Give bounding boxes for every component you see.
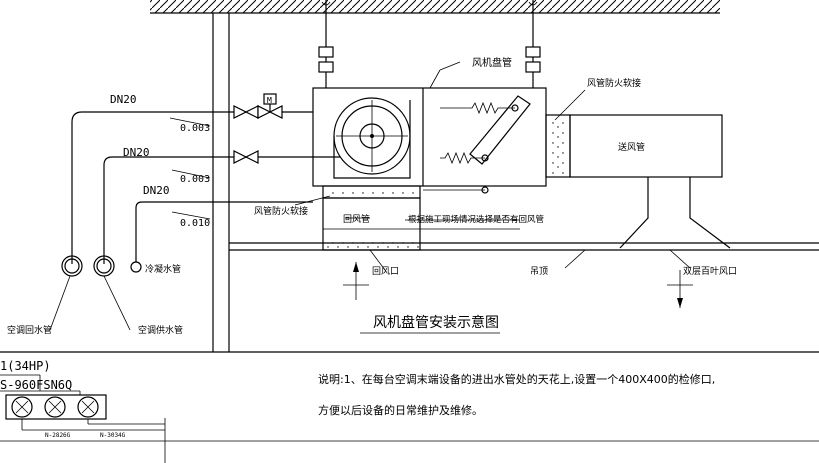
fire-joint-right-label: 风管防火软接 <box>587 77 641 89</box>
return-duct-note: 根据施工现场情况选择是否有回风管 <box>408 214 544 225</box>
fire-joint-left-label: 风管防火软接 <box>254 205 308 217</box>
pipe-size-2: DN20 <box>123 146 150 159</box>
pipe-size-3: DN20 <box>143 184 170 197</box>
pipe-slope-1: 0.003 <box>180 123 210 134</box>
fan-coil-unit <box>312 87 547 194</box>
ac-supply-pipe-label: 空调供水管 <box>138 324 183 336</box>
ceiling-line <box>229 242 819 251</box>
diagram-title: 风机盘管安装示意图 <box>373 314 499 331</box>
note-line-2: 方便以后设备的日常维护及维修。 <box>318 403 483 417</box>
wall-lines <box>212 13 230 352</box>
supply-duct <box>545 89 731 249</box>
condensate-pipe-label: 冷凝水管 <box>145 263 181 275</box>
unit-model: S-960FSN6Q <box>0 378 72 392</box>
return-duct-label: 回风管 <box>343 213 370 225</box>
leader-lines <box>49 61 691 331</box>
hanger-rods <box>318 0 541 88</box>
note-line-1: 说明:1、在每台空调末端设备的进出水管处的天花上,设置一个400X400的检修口… <box>318 372 715 386</box>
hanger-label: 吊顶 <box>530 266 548 277</box>
bottom-lines <box>0 332 819 442</box>
pipe-size-1: DN20 <box>110 93 137 106</box>
unit-pipe-b: N-3034G <box>100 432 126 439</box>
return-air-outlet-label: 回风口 <box>372 266 399 277</box>
ceiling-slab <box>150 0 720 14</box>
unit-pipe-a: N-2826G <box>45 432 71 439</box>
valve-tag: M <box>267 96 272 105</box>
air-arrows <box>343 262 693 308</box>
fan-coil-label: 风机盘管 <box>472 56 512 69</box>
pipe-slope-3: 0.010 <box>180 218 210 229</box>
outdoor-unit <box>0 374 166 463</box>
unit-hp: 1(34HP) <box>0 359 51 373</box>
supply-duct-label: 送风管 <box>618 141 645 153</box>
pipes <box>61 93 340 277</box>
double-louver-label: 双层百叶风口 <box>683 266 737 277</box>
pipe-slope-2: 0.003 <box>180 174 210 185</box>
ac-return-pipe-label: 空调回水管 <box>7 324 52 336</box>
